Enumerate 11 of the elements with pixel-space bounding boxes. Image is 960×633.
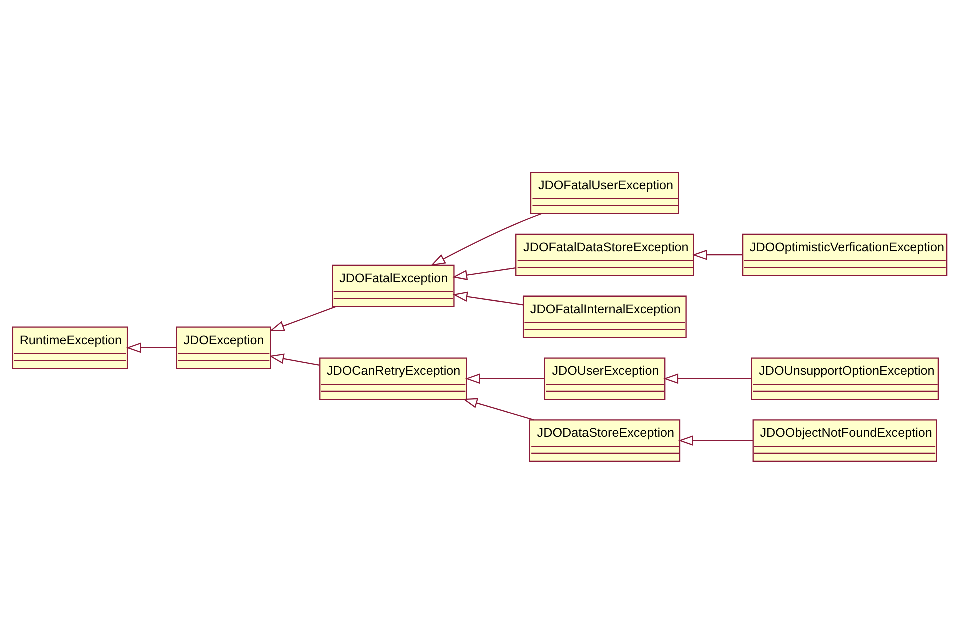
arrow xyxy=(270,306,336,331)
arrow xyxy=(269,353,320,366)
arrow xyxy=(126,342,176,353)
arrow xyxy=(452,267,516,280)
arrow xyxy=(430,212,542,266)
arrow xyxy=(452,291,524,306)
arrow xyxy=(462,398,534,420)
arrow xyxy=(692,249,743,260)
arrow xyxy=(664,373,752,384)
arrow xyxy=(465,373,544,384)
arrow xyxy=(678,435,754,446)
